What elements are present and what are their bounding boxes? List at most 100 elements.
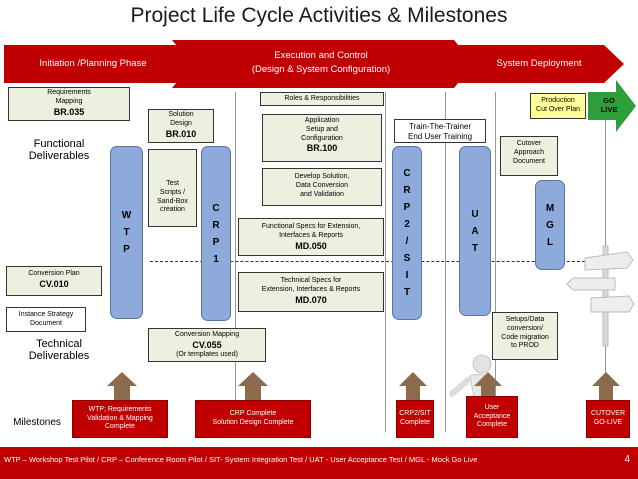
milestone-line: WTP; Requirements [88,405,152,413]
box-line: Mapping [55,97,83,105]
milestone-arrow-cutover [592,372,620,402]
technical-specs-box: Technical Specs for Extension, Interface… [238,272,384,312]
setups-data-conversion-box: Setups/Data conversion/ Code migration t… [492,312,558,360]
application-setup-box: Application Setup and Configuration BR.1… [262,114,382,162]
milestone-line: Complete [477,421,507,429]
phase-chevron-initiation [4,45,196,83]
box-line: Requirements [47,89,91,96]
deliverable-code: CV.055 [192,339,222,350]
stage-letter: R [403,185,411,196]
box-line: to PROD [510,342,539,350]
box-line: Train-The-Trainer [408,122,472,131]
milestone-cutover: CUTOVER GO-LIVE [586,400,630,438]
stage-letter: T [403,287,411,298]
stage-letter: L [546,236,554,248]
timeline-line [235,92,236,432]
box-line: creation [160,206,185,214]
stage-letter: M [545,202,555,214]
milestone-line: Acceptance [473,412,511,420]
stage-crp2-sit: C R P 2 / S I T [392,146,422,320]
milestone-line: Solution Design Complete [212,419,294,426]
box-line: Sand-Box [157,197,188,205]
footer-bar [0,447,638,479]
solution-design-box: Solution Design BR.010 [148,109,214,143]
box-line: Approach [514,148,544,156]
box-line: Roles & Responsibilities [284,95,360,102]
deliverable-code: CV.010 [39,278,69,289]
row-label-functional: Functional Deliverables [28,138,90,162]
page-title: Project Life Cycle Activities & Mileston… [130,4,508,27]
develop-solution-box: Develop Solution, Data Conversion and Va… [262,168,382,206]
footer-legend: WTP – Workshop Test Pilot / CRP – Confer… [4,455,478,464]
row-label-milestones: Milestones [13,417,61,428]
box-line: and Validation [300,190,344,198]
stage-wtp: W T P [110,146,143,319]
phase-execution-label-2: (Design & System Configuration) [251,64,391,75]
timeline-line [495,92,496,432]
deliverable-code: BR.010 [165,128,197,139]
stage-crp1: C R P 1 [201,146,231,321]
box-line: Instance Strategy [18,311,74,318]
box-line: Interfaces & Reports [279,231,343,239]
box-line: conversion/ [507,324,543,332]
deliverable-code: BR.035 [53,106,85,117]
roles-responsibilities-box: Roles & Responsibilities [260,92,384,106]
test-scripts-box: Test Scripts / Sand-Box creation [148,149,197,227]
requirements-mapping-box: Requirements Mapping BR.035 [8,87,130,121]
milestone-crp: CRP Complete Solution Design Complete [195,400,311,438]
phase-initiation-label: Initiation /Planning Phase [39,58,147,69]
phase-chevron-execution [172,40,474,88]
stage-letter: 2 [404,219,410,230]
deliverable-code: MD.070 [295,294,327,305]
milestone-wtp: WTP; Requirements Validation & Mapping C… [72,400,168,438]
box-line: Design [170,119,192,127]
signpost-icon [566,245,635,347]
deliverable-code: BR.100 [306,143,338,154]
stage-letter: T [123,227,130,238]
milestone-line: User [484,403,500,411]
box-line: Setups/Data [505,316,545,323]
row-label-technical: Technical Deliverables [28,338,90,362]
stage-letter: R [212,219,220,231]
box-line: Test [166,180,179,187]
train-the-trainer-box: Train-The-Trainer End User Training [394,119,486,143]
cutover-approach-box: Cutover Approach Document [500,136,558,176]
go-live-line: GO [603,96,615,105]
milestone-line: GO-LIVE [593,419,623,426]
box-line: Conversion Mapping [174,331,240,338]
box-line: End User Training [407,132,473,141]
instance-strategy-box: Instance Strategy Document [6,307,86,332]
stage-letter: C [403,168,411,179]
conversion-mapping-box: Conversion Mapping CV.055 (Or templates … [148,328,266,362]
stage-letter: U [471,208,479,220]
stage-letter: W [121,210,132,221]
stage-letter: I [405,270,409,281]
functional-specs-box: Functional Specs for Extension, Interfac… [238,218,384,256]
stage-letter: C [212,202,220,214]
box-line: Data Conversion [295,181,349,189]
box-line: Setup and [306,125,338,133]
page-number: 4 [624,454,630,465]
box-line: Develop Solution, [294,173,350,180]
phase-chevron-deployment [450,45,624,83]
stage-letter: A [471,225,479,237]
milestone-line: CUTOVER [590,410,626,418]
milestone-arrow-crp2 [399,372,427,402]
stage-letter: P [403,202,411,213]
box-line: Configuration [301,134,343,142]
milestone-line: Complete [105,423,135,431]
stage-uat: U A T [459,146,491,316]
milestone-line: Complete [400,419,430,426]
go-live-arrow-icon [588,80,636,132]
box-line: (Or templates used) [176,351,238,358]
milestone-crp2-sit: CRP2/SIT Complete [396,400,434,438]
phase-banner [4,40,624,88]
box-line: Cutover [516,140,542,147]
milestone-line: Validation & Mapping [87,414,153,422]
conversion-plan-box: Conversion Plan CV.010 [6,266,102,296]
stage-letter: P [212,236,220,248]
go-live-label: GO LIVE [590,96,628,115]
box-line: Production [541,97,575,104]
stage-letter: / [405,236,409,247]
milestone-arrow-wtp [107,372,137,402]
